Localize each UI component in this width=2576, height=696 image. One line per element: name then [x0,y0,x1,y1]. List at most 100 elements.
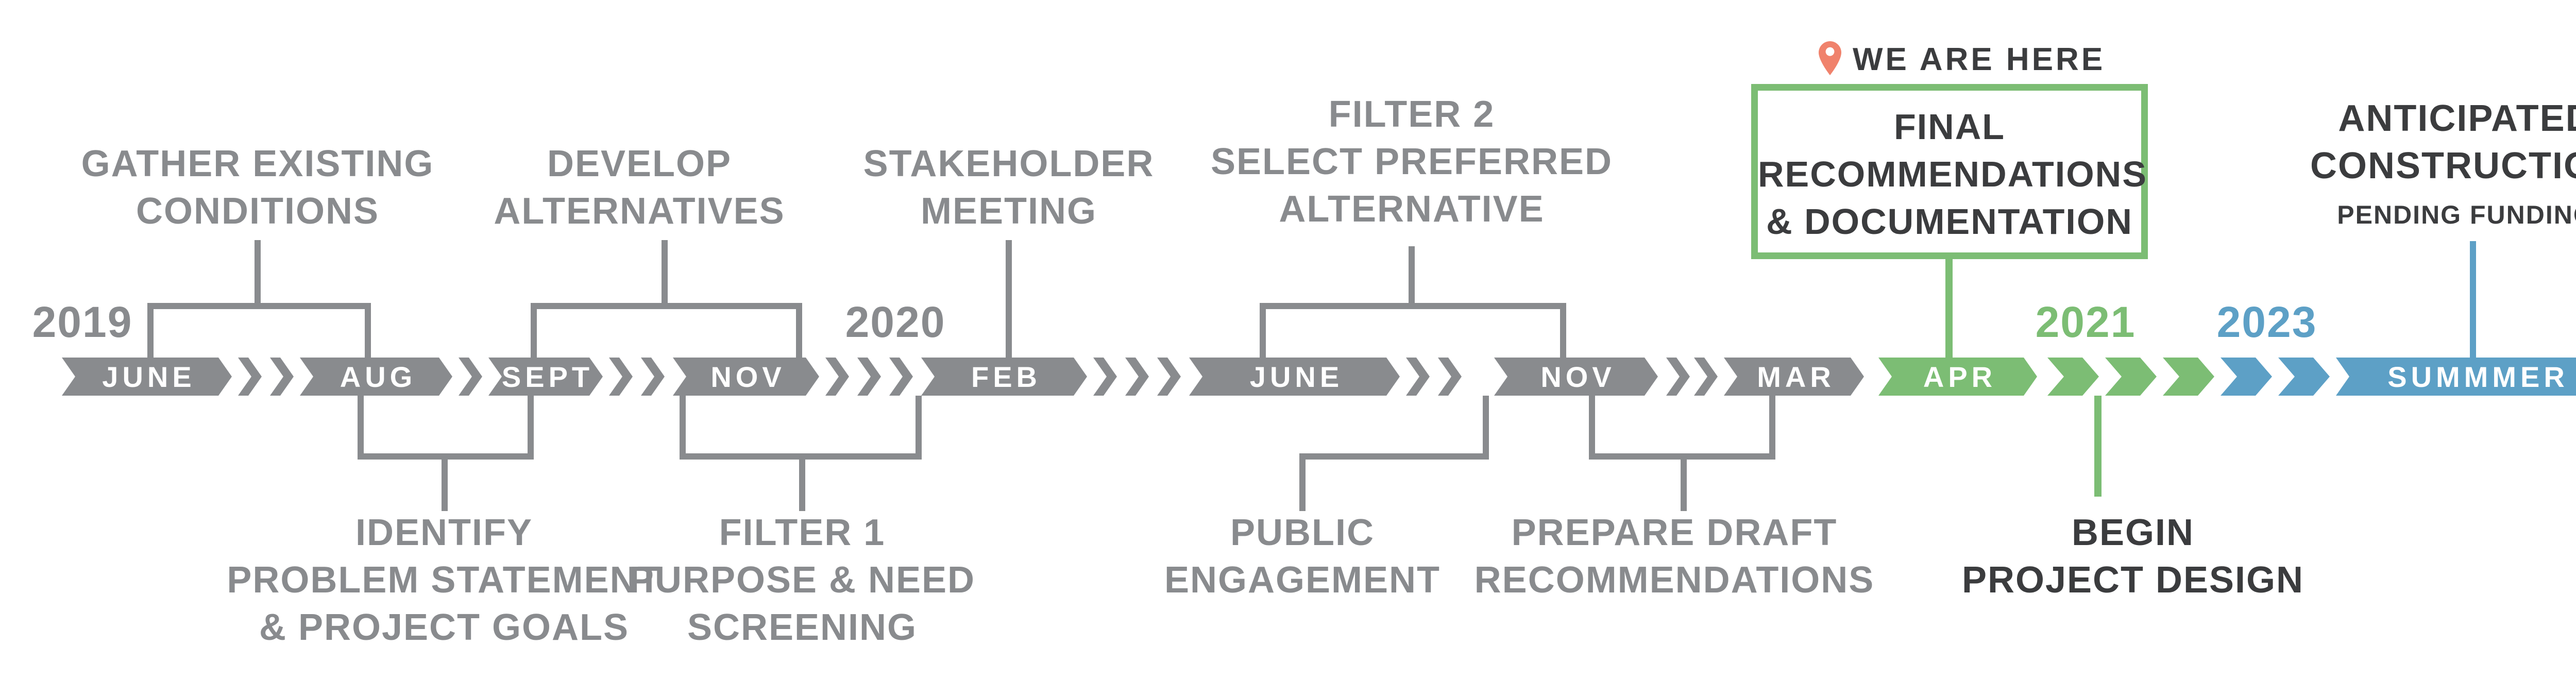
timeline-chevron-icon [857,358,881,396]
event-label-line: SCREENING [687,607,918,648]
final-box-line: RECOMMENDATIONS [1758,154,2147,194]
connector-line [1681,460,1687,511]
event-label-line: RECOMMENDATIONS [1474,559,1875,601]
connector-line [358,396,364,460]
timeline-chevron-icon [1438,358,1462,396]
event-label-line: STAKEHOLDER [863,143,1155,184]
event-label-line: PROBLEM STATEMENT [227,559,662,601]
connector-line [1483,396,1489,460]
connector-line [1560,303,1566,358]
event-label-line: PUBLIC [1230,512,1375,553]
connector-line [1589,396,1595,460]
connector-line [255,240,261,306]
connector-line [1260,303,1266,358]
year-label-2019: 2019 [32,298,133,346]
timeline-segment-june: JUNE [1189,358,1400,396]
timeline-chevron-icon [238,358,262,396]
event-label-line: PREPARE DRAFT [1511,512,1838,553]
event-label-line: FILTER 2 [1328,94,1495,135]
connector-line [2470,241,2476,358]
event-label-gather: GATHER EXISTING CONDITIONS [0,140,670,235]
event-label-line: IDENTIFY [355,512,533,553]
timeline-chevron-icon [2105,358,2157,396]
event-label-line: MEETING [920,191,1097,232]
connector-line [1260,303,1566,309]
year-label-2023: 2023 [2216,298,2317,346]
event-label-line: CONDITIONS [135,191,379,232]
timeline-segment-nov: NOV [673,358,819,396]
connector-line [1299,453,1489,460]
connector-line [531,303,537,358]
timeline-segment-feb: FEB [921,358,1087,396]
event-label-line: GATHER EXISTING [81,143,434,184]
we-are-here-label: WE ARE HERE [1853,42,2106,77]
connector-line [1945,258,1953,358]
month-label: JUNE [102,360,196,393]
month-label: FEB [971,360,1041,393]
timeline-chevron-icon [2278,358,2330,396]
event-label-anticipated: ANTICIPATED CONSTRUCTION [2054,95,2576,190]
month-label: MAR [1757,360,1835,393]
timeline-chevron-icon [459,358,482,396]
event-label-line: ANTICIPATED [2338,98,2576,139]
connector-line [680,453,922,460]
event-label-line: ENGAGEMENT [1164,559,1441,601]
event-label-line: SELECT PREFERRED [1210,141,1613,182]
event-label-stakeholder: STAKEHOLDER MEETING [597,140,1421,235]
month-label: SUMMMER [2387,360,2569,393]
connector-line [365,303,371,358]
connector-line [358,453,534,460]
we-are-here-marker: WE ARE HERE [1819,41,2105,78]
event-label-line: DEVELOP [547,143,732,184]
timeline-segment-aug: AUG [300,358,452,396]
month-label: NOV [710,360,786,393]
event-label-line: CONSTRUCTION [2310,145,2576,186]
timeline-segment-summmer: SUMMMER [2336,358,2576,396]
connector-line [916,396,922,460]
connector-line [1299,460,1306,511]
event-label-line: PURPOSE & NEED [629,559,976,601]
timeline-chevron-icon [1125,358,1149,396]
connector-line [1409,246,1415,306]
connector-line [1769,396,1775,460]
event-label-line: ALTERNATIVE [1279,189,1545,230]
month-label: APR [1923,360,1997,393]
month-label: SEPT [501,360,594,393]
connector-line [528,396,534,460]
connector-line [1006,240,1012,358]
connector-line [680,396,686,460]
timeline-chevron-icon [641,358,665,396]
timeline-chevron-icon [609,358,633,396]
event-label-line: & PROJECT GOALS [259,607,630,648]
event-label-filter2: FILTER 2 SELECT PREFERRED ALTERNATIVE [999,91,1824,233]
year-label-2021: 2021 [2035,298,2136,346]
connector-line [662,240,668,306]
location-pin-icon [1819,41,1841,75]
month-label: NOV [1540,360,1616,393]
timeline-chevron-icon [825,358,849,396]
timeline-segment-june: JUNE [62,358,232,396]
event-label-line: PROJECT DESIGN [1961,559,2304,601]
connector-line [799,460,805,511]
connector-line [147,303,371,309]
event-label-line: BEGIN [2071,512,2195,553]
connector-line [1589,453,1775,460]
event-label-line: FILTER 1 [719,512,886,553]
event-label-identify: IDENTIFY PROBLEM STATEMENT & PROJECT GOALS [32,509,856,651]
timeline-segment-sept: SEPT [488,358,603,396]
timeline-chevron-icon [1093,358,1117,396]
timeline-segment-nov: NOV [1494,358,1658,396]
connector-line [2094,396,2102,497]
timeline-segment-mar: MAR [1724,358,1864,396]
final-box-line: FINAL [1893,107,2006,147]
month-label: AUG [340,360,417,393]
timeline-chevron-icon [2221,358,2272,396]
timeline-chevron-icon [1666,358,1690,396]
timeline-chevron-icon [1406,358,1430,396]
connector-line [531,303,802,309]
connector-line [796,303,802,358]
timeline-chevron-icon [2047,358,2099,396]
timeline-segment-apr: APR [1878,358,2037,396]
